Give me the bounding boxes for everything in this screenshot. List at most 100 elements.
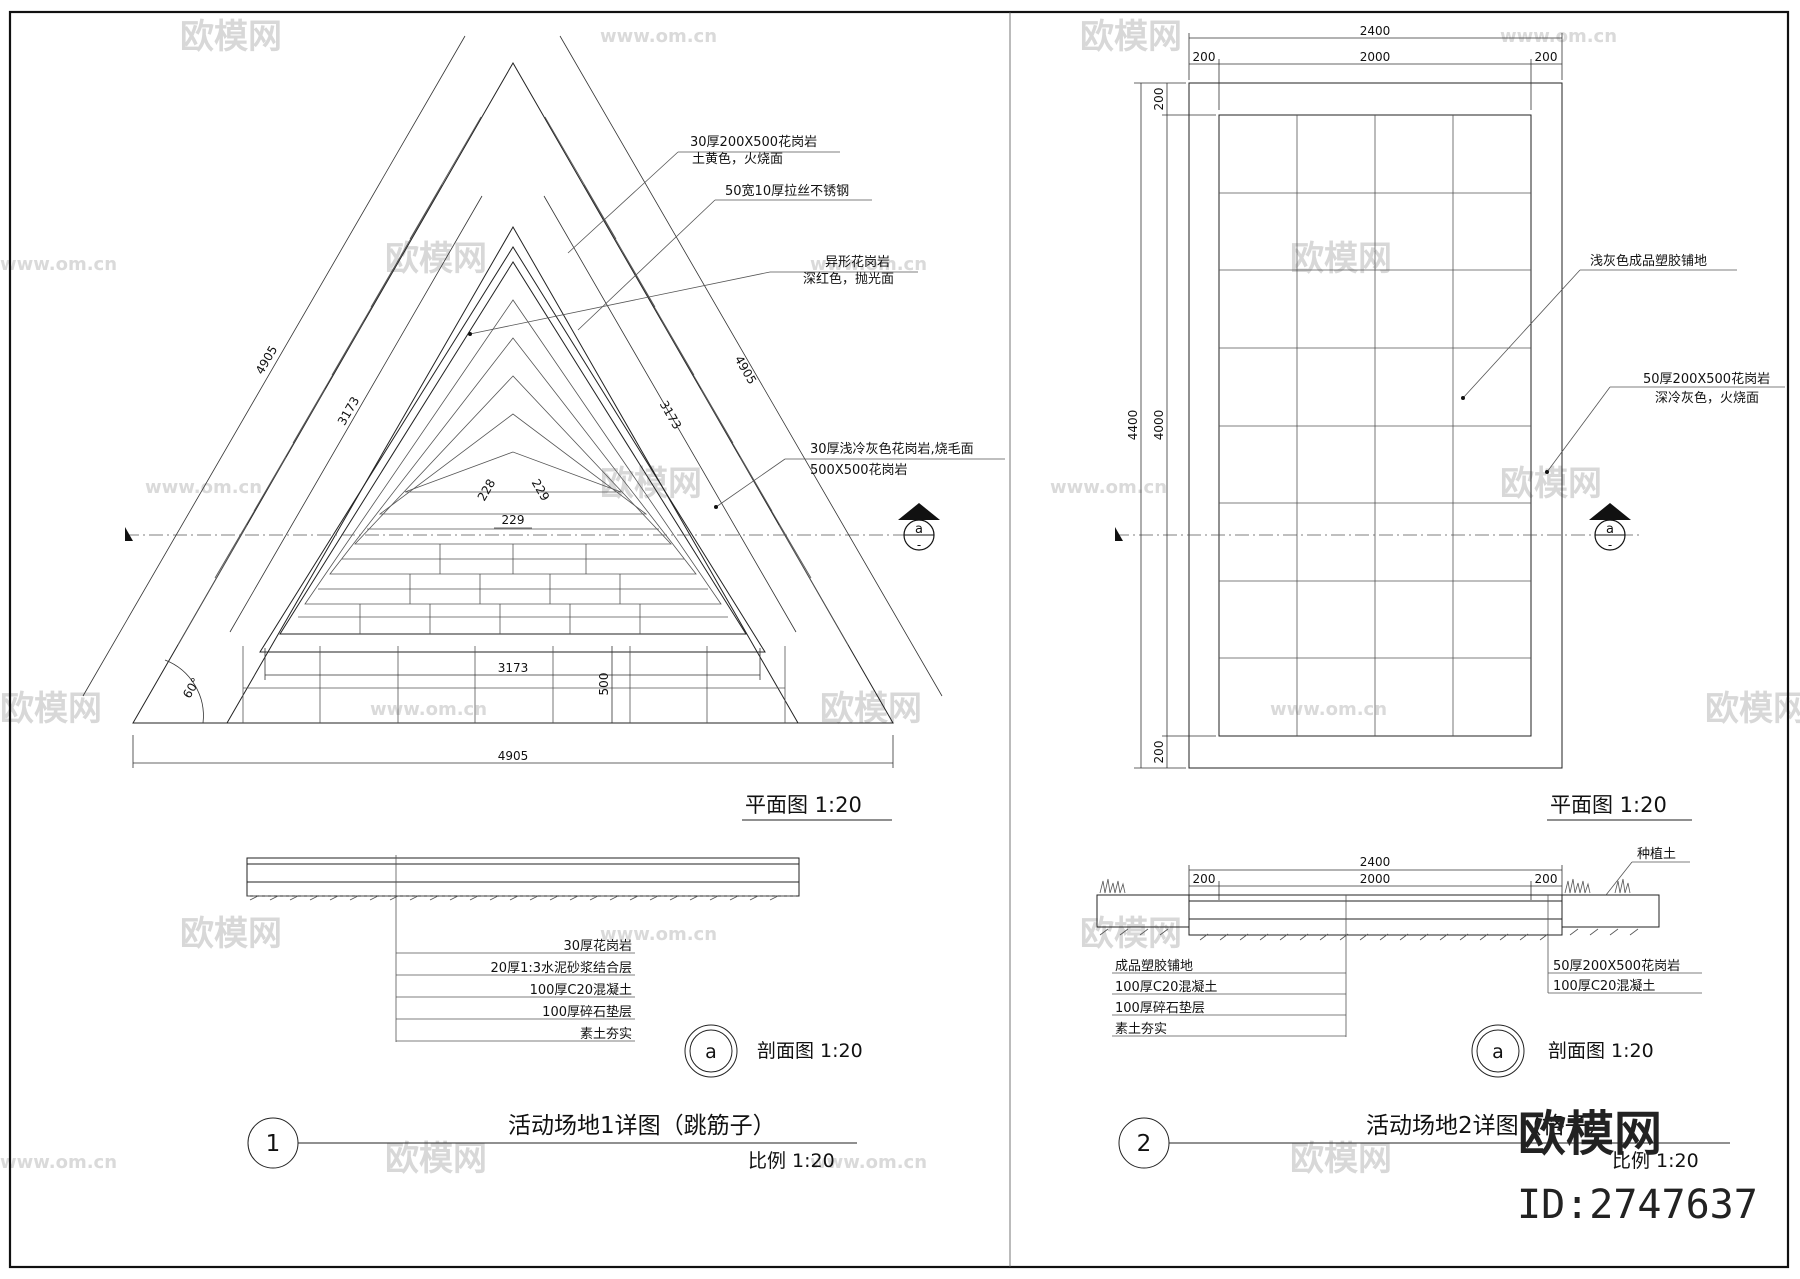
- dim2s-left: 200: [1193, 872, 1216, 886]
- section-marker-label-2: a: [1606, 522, 1614, 537]
- plan2-title: 平面图 1:20: [1550, 793, 1667, 817]
- watermark-brand: 欧模网: [820, 689, 922, 729]
- sheet2-title: 活动场地2详图（格子）: [1366, 1113, 1611, 1139]
- section2-layer-right-1: 50厚200X500花岗岩: [1553, 958, 1680, 974]
- section2-layer-left-2: 100厚C20混凝土: [1115, 979, 1217, 995]
- sheet2-scale: 比例 1:20: [1612, 1150, 1699, 1172]
- dim2s-right: 200: [1535, 872, 1558, 886]
- section-marker-label: a: [915, 522, 923, 537]
- perimeter-pavers: [177, 116, 849, 723]
- sheet-border: [8, 10, 1790, 1269]
- section1-layer-1: 30厚花岗岩: [563, 938, 632, 954]
- plan1-notes: 30厚200X500花岗岩 土黄色，火烧面 50宽10厚拉丝不锈钢 异形花岗岩 …: [468, 134, 1005, 509]
- dim-center-base: 229: [502, 513, 525, 527]
- svg-text:-: -: [917, 538, 921, 552]
- sheet1-scale: 比例 1:20: [748, 1150, 835, 1172]
- watermark-url: www.om.cn: [1500, 26, 1617, 47]
- dim-outer-right: 4905: [732, 353, 759, 386]
- section2-title: 剖面图 1:20: [1548, 1040, 1654, 1062]
- dim2-inner-height: 4000: [1152, 410, 1166, 441]
- sheet1-plan: a - 4905 4905 3173 3173 3173 500 4905 22…: [82, 35, 1005, 821]
- watermark-brand: 欧模网: [0, 689, 102, 729]
- section1-layer-3: 100厚C20混凝土: [530, 982, 632, 998]
- dim2-border-bottom: 200: [1152, 741, 1166, 764]
- angle-label: 60°: [180, 675, 203, 700]
- watermark-brand: 欧模网: [1080, 914, 1182, 954]
- sheet2-number: 2: [1137, 1131, 1152, 1157]
- watermark-brand: 欧模网: [1705, 689, 1800, 729]
- sheet1-title: 活动场地1详图（跳筋子）: [508, 1113, 776, 1139]
- dim2-total-width: 2400: [1360, 24, 1391, 38]
- dim-band: 500: [597, 673, 611, 696]
- watermark-brand: 欧模网: [180, 914, 282, 954]
- watermark-brand: 欧模网: [1500, 464, 1602, 504]
- section-marker-a: a -: [898, 503, 940, 552]
- watermark-url: www.om.cn: [0, 1152, 117, 1173]
- note-dark-grey-granite: 50厚200X500花岗岩: [1643, 371, 1770, 387]
- note-dark-grey-granite-finish: 深冷灰色，火烧面: [1655, 390, 1759, 406]
- sheet2-titleblock: 2 活动场地2详图（格子） 比例 1:20: [1118, 1113, 1730, 1172]
- dim-center-left: 228: [475, 477, 499, 504]
- section1-title: 剖面图 1:20: [757, 1040, 863, 1062]
- section-marker-a-2: a -: [1589, 503, 1631, 552]
- dim-inner-right: 3173: [657, 398, 684, 431]
- note-granite-500x500: 500X500花岗岩: [810, 462, 908, 478]
- dim-outer-left: 4905: [253, 343, 280, 376]
- triangle-inner-edge: [259, 246, 766, 653]
- watermark-brand: 欧模网: [1290, 1139, 1392, 1179]
- watermark-layer: 欧模网 www.om.cn 欧模网 www.om.cn www.om.cn 欧模…: [0, 17, 1800, 1179]
- watermark-brand: 欧模网: [180, 17, 282, 57]
- inner-striping: [298, 299, 728, 634]
- note-shaped-granite: 异形花岗岩: [825, 254, 890, 270]
- watermark-url: www.om.cn: [1050, 477, 1167, 498]
- dim-inner-base: 3173: [498, 661, 529, 675]
- note-granite-200x500: 30厚200X500花岗岩: [690, 134, 817, 150]
- watermark-brand: 欧模网: [1290, 239, 1392, 279]
- note-stainless-strip: 50宽10厚拉丝不锈钢: [725, 183, 849, 199]
- watermark-brand: 欧模网: [600, 464, 702, 504]
- cut-marker-left: [125, 527, 133, 541]
- section2-soil-label: 种植土: [1637, 847, 1676, 862]
- dim2-total-height: 4400: [1126, 410, 1140, 441]
- branding-overlay: 欧模网 ID:2747637: [1517, 1106, 1758, 1228]
- dim2s-inner: 2000: [1360, 872, 1391, 886]
- section2-mark: a: [1492, 1041, 1504, 1063]
- watermark-url: www.om.cn: [810, 1152, 927, 1173]
- watermark-url: www.om.cn: [370, 699, 487, 720]
- sheet1-titleblock: 1 活动场地1详图（跳筋子） 比例 1:20: [247, 1113, 857, 1172]
- dim-overall-base: 4905: [498, 749, 529, 763]
- watermark-brand: 欧模网: [385, 1139, 487, 1179]
- plan1-dimensions: 4905 4905 3173 3173 3173 500 4905 228 22…: [82, 35, 943, 768]
- watermark-brand: 欧模网: [385, 239, 487, 279]
- dim-center-right: 229: [529, 477, 553, 504]
- watermark-url: www.om.cn: [600, 26, 717, 47]
- section1-layer-4: 100厚碎石垫层: [542, 1004, 632, 1020]
- section1-mark: a: [705, 1041, 717, 1063]
- grid-lines: [1219, 115, 1531, 736]
- svg-text:-: -: [1608, 538, 1612, 552]
- plan2-dimensions: 2400 200 2000 200 4400 200 4000 200: [1126, 24, 1563, 769]
- brand-id: ID:2747637: [1517, 1182, 1758, 1228]
- watermark-url: www.om.cn: [810, 254, 927, 275]
- section2-layer-left-4: 素土夯实: [1115, 1022, 1167, 1037]
- dim2-inner-width: 2000: [1360, 50, 1391, 64]
- plan2-notes: 浅灰色成品塑胶铺地 50厚200X500花岗岩 深冷灰色，火烧面: [1461, 253, 1785, 474]
- section1-layer-2: 20厚1:3水泥砂浆结合层: [491, 961, 632, 976]
- sheet1-section: 30厚花岗岩 20厚1:3水泥砂浆结合层 100厚C20混凝土 100厚碎石垫层…: [246, 855, 863, 1078]
- sheet1-number: 1: [266, 1131, 281, 1157]
- sheet2-section: 2400 200 2000 200 种植土 成品塑胶铺地 100厚C20混凝土 …: [1096, 847, 1702, 1078]
- note-rubber-paving: 浅灰色成品塑胶铺地: [1590, 253, 1707, 269]
- brand-logo-text: 欧模网: [1518, 1106, 1662, 1162]
- dim2-border-top: 200: [1152, 88, 1166, 111]
- grid-outer-border: [1188, 82, 1563, 769]
- watermark-url: www.om.cn: [0, 254, 117, 275]
- section2-layer-left-1: 成品塑胶铺地: [1115, 958, 1193, 974]
- watermark-url: www.om.cn: [600, 924, 717, 945]
- plan1-title: 平面图 1:20: [745, 793, 862, 817]
- dim2s-total: 2400: [1360, 855, 1391, 869]
- sheet2-plan: a - 2400 200 2000 200 4400 200 4000 200: [1115, 24, 1785, 821]
- note-light-grey-granite: 30厚浅冷灰色花岗岩,烧毛面: [810, 441, 974, 457]
- section2-layer-left-3: 100厚碎石垫层: [1115, 1000, 1205, 1016]
- dim2-border-left: 200: [1193, 50, 1216, 64]
